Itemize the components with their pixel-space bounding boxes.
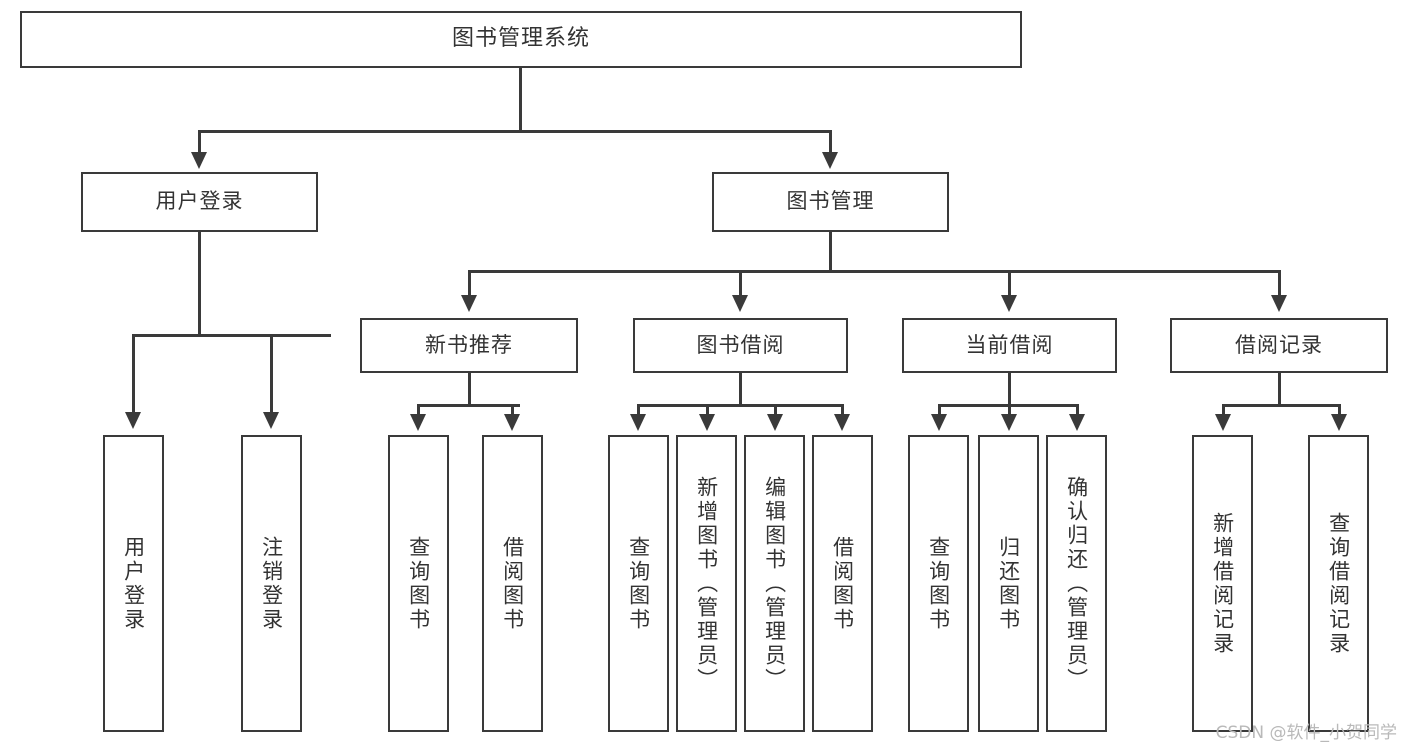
node-borrow-record[interactable]: 借阅记录 xyxy=(1170,318,1388,373)
arrow-icon-bb-leaf-2 xyxy=(699,414,715,431)
arrow-icon-to-leaf-user-login xyxy=(125,412,141,429)
node-root-book-management-system[interactable]: 图书管理系统 xyxy=(20,11,1022,68)
edge-bb-drop-3 xyxy=(774,404,777,417)
arrow-icon-br-leaf-2 xyxy=(1331,414,1347,431)
edge-user-login-bar xyxy=(132,334,331,337)
arrow-icon-bb-leaf-1 xyxy=(630,414,646,431)
node-label: 编辑图书（管理员） xyxy=(762,475,787,692)
leaf-br-query-record[interactable]: 查询借阅记录 xyxy=(1308,435,1369,732)
edge-user-login-stem xyxy=(198,232,201,335)
edge-nbr-stem xyxy=(468,373,471,406)
node-label: 用户登录 xyxy=(121,535,146,632)
node-label: 查询图书 xyxy=(926,535,951,632)
edge-level1-drop-1 xyxy=(198,130,201,155)
arrow-icon-to-user-login xyxy=(191,152,207,169)
arrow-icon-cb-leaf-1 xyxy=(931,414,947,431)
edge-root-stem xyxy=(519,68,522,131)
leaf-nbr-borrow-book[interactable]: 借阅图书 xyxy=(482,435,543,732)
arrow-icon-cb-leaf-3 xyxy=(1069,414,1085,431)
edge-user-login-drop-2 xyxy=(270,334,273,416)
edge-nbr-drop-2 xyxy=(511,404,514,417)
leaf-logout[interactable]: 注销登录 xyxy=(241,435,302,732)
arrow-icon-nbr-leaf-1 xyxy=(410,414,426,431)
node-label: 查询借阅记录 xyxy=(1326,511,1351,656)
node-label: 借阅图书 xyxy=(830,535,855,632)
edge-level2-bar xyxy=(468,270,1278,273)
edge-nbr-bar xyxy=(417,404,520,407)
edge-level1-drop-2 xyxy=(829,130,832,155)
watermark-text: CSDN @软件_小贺同学 xyxy=(1215,723,1397,743)
leaf-bb-borrow-book[interactable]: 借阅图书 xyxy=(812,435,873,732)
node-label: 新书推荐 xyxy=(425,332,513,357)
leaf-bb-add-book-admin[interactable]: 新增图书（管理员） xyxy=(676,435,737,732)
arrow-icon-to-borrow-record xyxy=(1271,295,1287,312)
edge-br-bar xyxy=(1222,404,1340,407)
node-label: 图书管理系统 xyxy=(451,26,590,52)
edge-cb-drop-1 xyxy=(938,404,941,417)
edge-nbr-drop-1 xyxy=(417,404,420,417)
edge-bb-bar xyxy=(637,404,843,407)
node-label: 借阅记录 xyxy=(1235,332,1323,357)
leaf-br-add-record[interactable]: 新增借阅记录 xyxy=(1192,435,1253,732)
arrow-icon-to-book-borrow xyxy=(732,295,748,312)
edge-br-stem xyxy=(1278,373,1281,406)
edge-book-management-stem xyxy=(829,232,832,272)
leaf-bb-edit-book-admin[interactable]: 编辑图书（管理员） xyxy=(744,435,805,732)
edge-level2-drop-4 xyxy=(1278,270,1281,298)
leaf-cb-return-book[interactable]: 归还图书 xyxy=(978,435,1039,732)
leaf-nbr-query-book[interactable]: 查询图书 xyxy=(388,435,449,732)
leaf-user-login[interactable]: 用户登录 xyxy=(103,435,164,732)
edge-level2-drop-3 xyxy=(1008,270,1011,298)
node-label: 确认归还（管理员） xyxy=(1064,475,1089,692)
edge-cb-drop-3 xyxy=(1076,404,1079,417)
node-label: 新增图书（管理员） xyxy=(694,475,719,692)
arrow-icon-bb-leaf-4 xyxy=(834,414,850,431)
edge-cb-drop-2 xyxy=(1008,404,1011,417)
node-new-book-recommend[interactable]: 新书推荐 xyxy=(360,318,578,373)
arrow-icon-to-new-book-recommend xyxy=(461,295,477,312)
edge-bb-drop-2 xyxy=(706,404,709,417)
edge-cb-stem xyxy=(1008,373,1011,406)
arrow-icon-nbr-leaf-2 xyxy=(504,414,520,431)
arrow-icon-to-leaf-logout xyxy=(263,412,279,429)
leaf-cb-query-book[interactable]: 查询图书 xyxy=(908,435,969,732)
node-book-borrow[interactable]: 图书借阅 xyxy=(633,318,848,373)
node-label: 查询图书 xyxy=(626,535,651,632)
arrow-icon-bb-leaf-3 xyxy=(767,414,783,431)
node-label: 新增借阅记录 xyxy=(1210,511,1235,656)
arrow-icon-to-book-management xyxy=(822,152,838,169)
node-user-login[interactable]: 用户登录 xyxy=(81,172,318,232)
node-label: 用户登录 xyxy=(155,189,244,214)
node-label: 查询图书 xyxy=(406,535,431,632)
arrow-icon-br-leaf-1 xyxy=(1215,414,1231,431)
node-book-management[interactable]: 图书管理 xyxy=(712,172,949,232)
arrow-icon-to-current-borrow xyxy=(1001,295,1017,312)
node-label: 图书管理 xyxy=(786,189,875,214)
node-label: 当前借阅 xyxy=(965,332,1054,357)
edge-user-login-drop-1 xyxy=(132,334,135,416)
edge-level1-bar xyxy=(198,130,831,133)
leaf-bb-query-book[interactable]: 查询图书 xyxy=(608,435,669,732)
node-label: 注销登录 xyxy=(259,535,284,632)
edge-br-drop-2 xyxy=(1338,404,1341,417)
edge-bb-drop-1 xyxy=(637,404,640,417)
arrow-icon-cb-leaf-2 xyxy=(1001,414,1017,431)
edge-bb-drop-4 xyxy=(841,404,844,417)
node-current-borrow[interactable]: 当前借阅 xyxy=(902,318,1117,373)
edge-level2-drop-2 xyxy=(739,270,742,298)
edge-br-drop-1 xyxy=(1222,404,1225,417)
node-label: 借阅图书 xyxy=(500,535,525,632)
node-label: 图书借阅 xyxy=(696,332,785,357)
edge-level2-drop-1 xyxy=(468,270,471,298)
leaf-cb-confirm-return-admin[interactable]: 确认归还（管理员） xyxy=(1046,435,1107,732)
edge-bb-stem xyxy=(739,373,742,406)
node-label: 归还图书 xyxy=(996,535,1021,632)
